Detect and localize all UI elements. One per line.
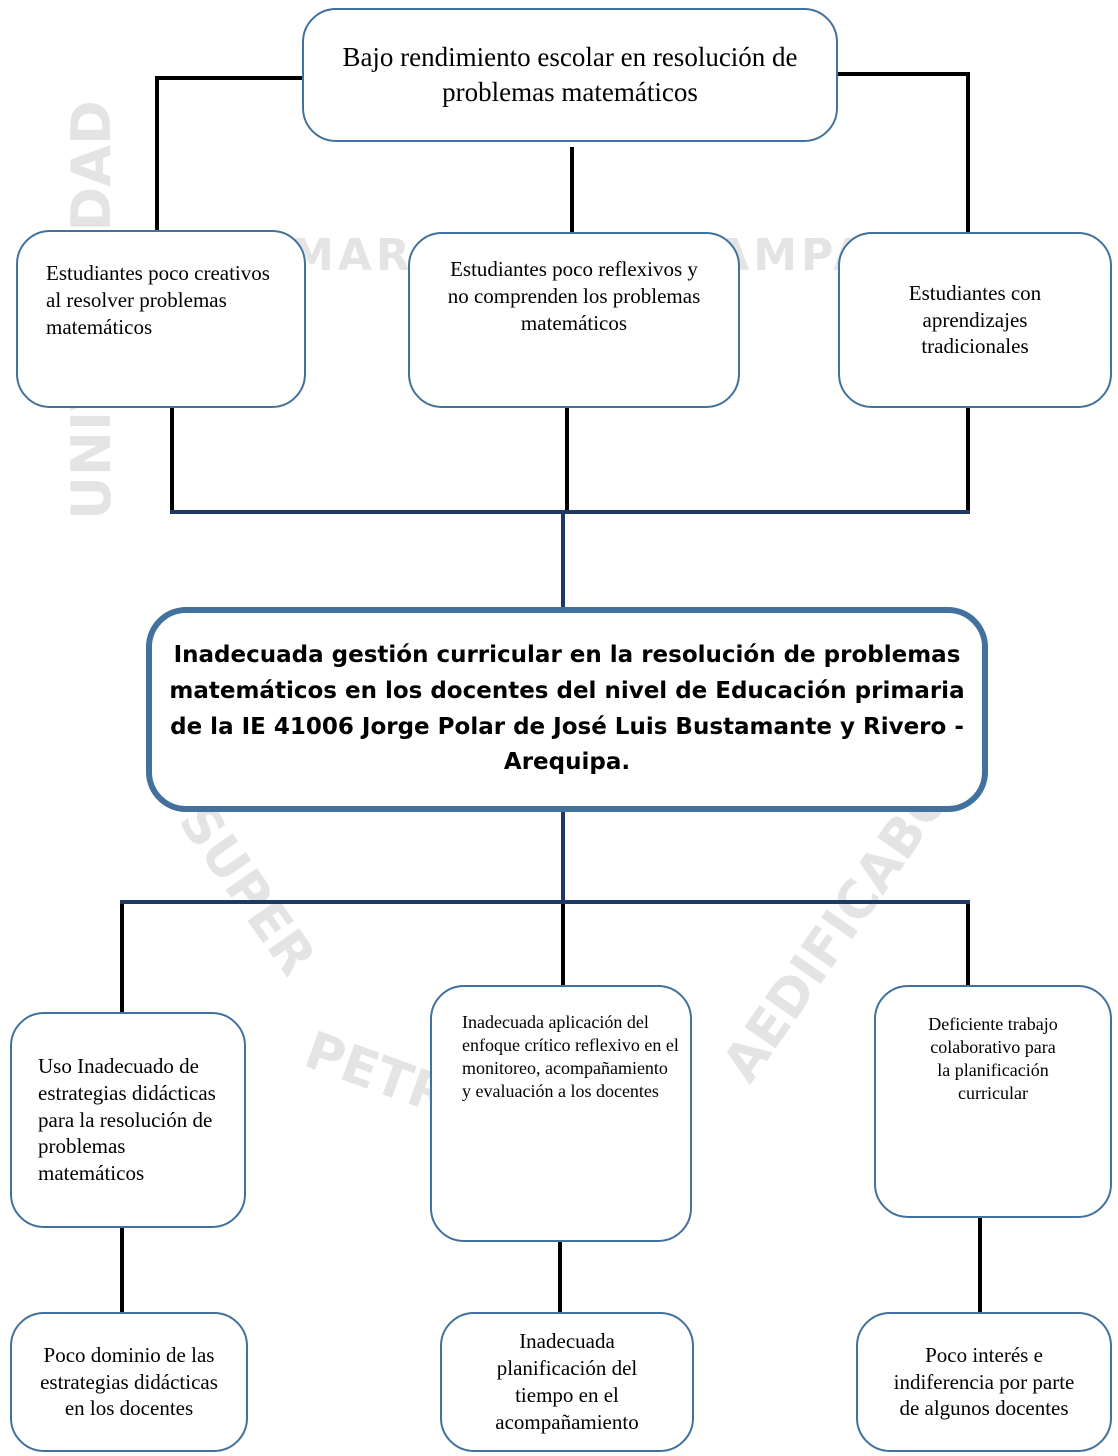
cause-text-3: Deficiente trabajo colaborativo para la … [928,1014,1058,1104]
effect-text-2: Estudiantes poco reflexivos y no compren… [447,257,701,335]
central-problem-text: Inadecuada gestión curricular en la reso… [169,642,965,776]
cause-box-3: Deficiente trabajo colaborativo para la … [874,985,1112,1218]
effect-text-3: Estudiantes con aprendizajes tradicional… [908,280,1042,359]
subcause-box-1: Poco dominio de las estrategias didáctic… [10,1312,248,1452]
central-connectors [120,510,970,904]
top-consequence-box: Bajo rendimiento escolar en resolución d… [302,8,838,142]
subcause-box-3: Poco interés e indiferencia por parte de… [856,1312,1112,1452]
top-connectors [120,72,982,1312]
cause-text-1: Uso Inadecuado de estrategias didácticas… [38,1053,216,1186]
effect-text-1: Estudiantes poco creativos al resolver p… [46,261,270,339]
central-problem-box: Inadecuada gestión curricular en la reso… [146,607,988,812]
subcause-box-2: Inadecuada planificación del tiempo en e… [440,1312,694,1452]
effect-box-2: Estudiantes poco reflexivos y no compren… [408,232,740,408]
subcause-text-1: Poco dominio de las estrategias didáctic… [40,1342,218,1421]
cause-box-2: Inadecuada aplicación del enfoque crític… [430,985,692,1242]
cause-text-2: Inadecuada aplicación del enfoque crític… [462,1012,679,1102]
cause-box-1: Uso Inadecuado de estrategias didácticas… [10,1012,246,1228]
top-consequence-text: Bajo rendimiento escolar en resolución d… [342,42,798,107]
subcause-text-2: Inadecuada planificación del tiempo en e… [495,1329,639,1434]
effect-box-3: Estudiantes con aprendizajes tradicional… [838,232,1112,408]
subcause-text-3: Poco interés e indiferencia por parte de… [893,1342,1075,1421]
effect-box-1: Estudiantes poco creativos al resolver p… [16,230,306,408]
